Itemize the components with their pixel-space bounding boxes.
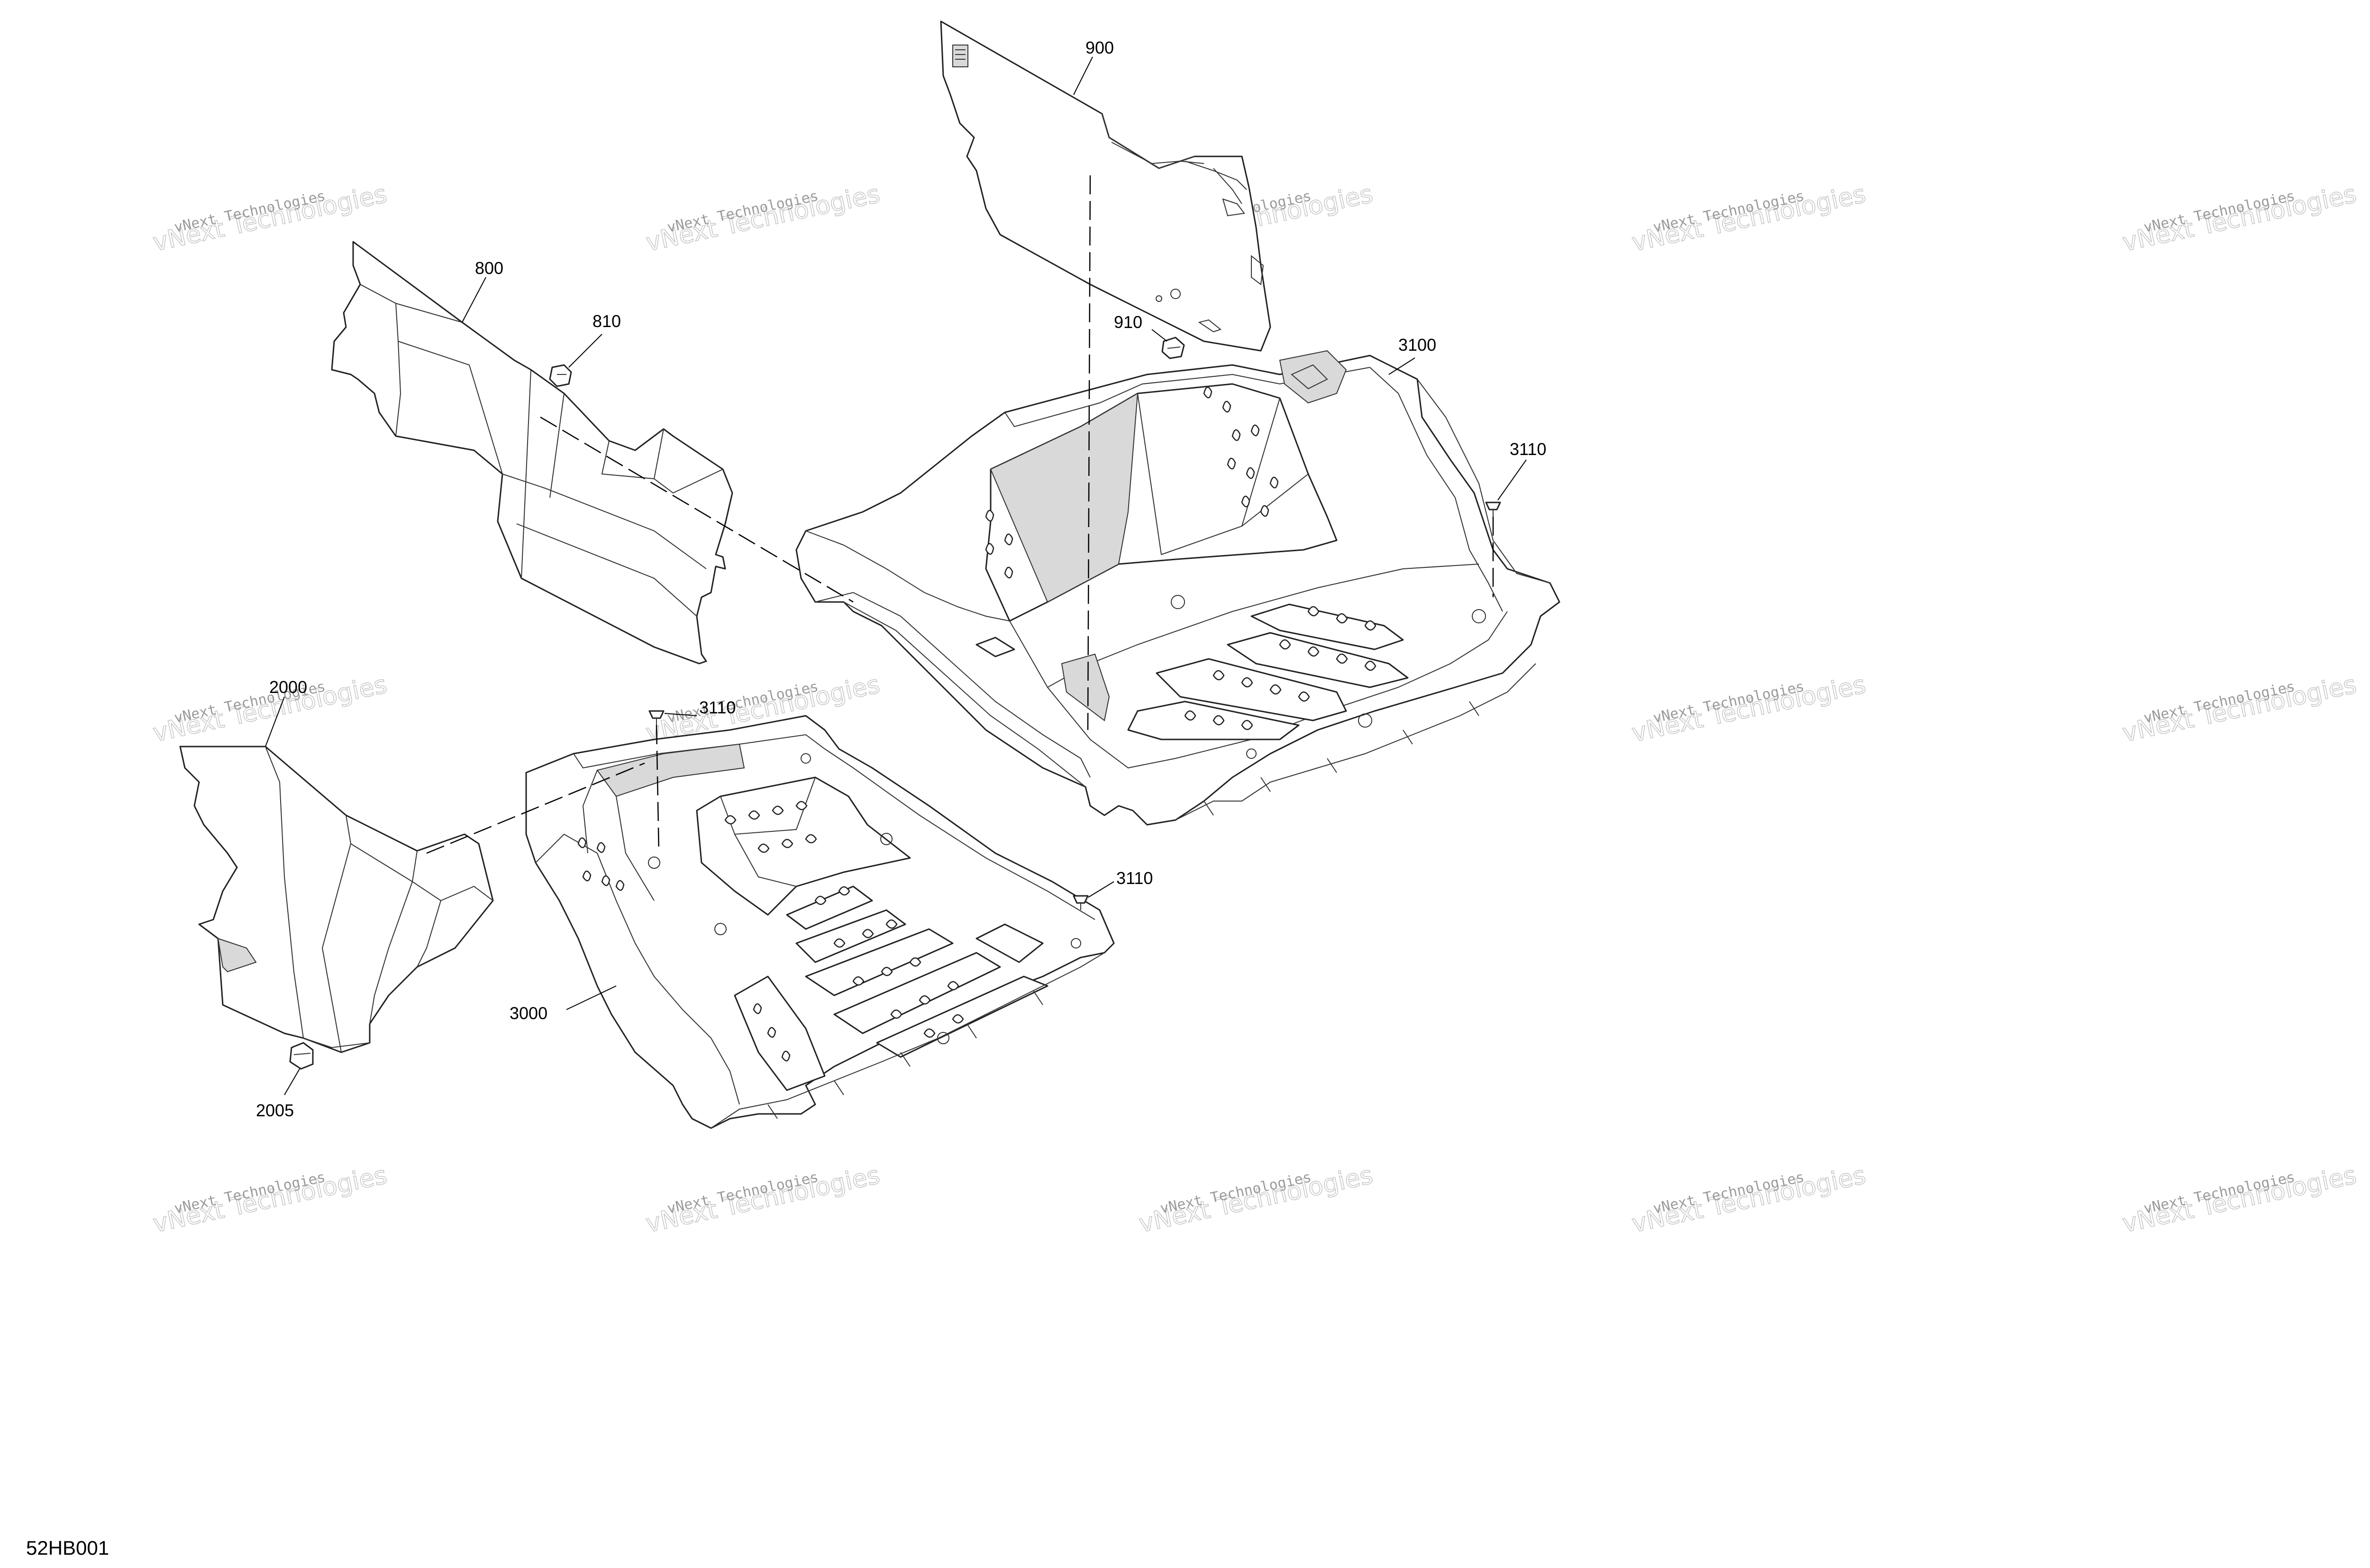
- callout-810: 810: [592, 311, 621, 331]
- assembly-line-2000-to-3000: [426, 762, 645, 854]
- leader-3110-right: [1497, 459, 1527, 501]
- callout-910: 910: [1114, 312, 1142, 332]
- leader-910: [1151, 329, 1167, 342]
- callout-3100: 3100: [1398, 335, 1436, 355]
- clip-2005: [289, 1042, 314, 1070]
- push-rivet-3110-center: [648, 710, 665, 725]
- callout-900: 900: [1085, 38, 1114, 57]
- leader-810: [568, 334, 602, 368]
- rear-floor-pan-3100: [795, 350, 1560, 826]
- clip-810: [549, 364, 572, 387]
- leader-3110-center: [664, 713, 697, 716]
- callout-3110-right: 3110: [1510, 439, 1546, 459]
- push-rivet-3110-front: [1073, 895, 1089, 910]
- leader-3000: [566, 985, 617, 1010]
- rear-panel-900: [940, 20, 1271, 352]
- leader-800: [462, 277, 486, 323]
- leader-3110-front: [1088, 881, 1114, 898]
- callout-800: 800: [475, 258, 503, 278]
- leader-2000: [265, 696, 285, 747]
- tread-slots-3100: [985, 386, 1376, 730]
- callout-3000: 3000: [510, 1003, 547, 1023]
- figure-reference-code: 52HB001: [26, 1537, 109, 1559]
- clip-910: [1161, 337, 1185, 359]
- push-rivet-3110-right: [1485, 501, 1501, 517]
- assembly-line-rivet-to-3000: [656, 725, 660, 854]
- callout-3110-center: 3110: [699, 698, 736, 717]
- leader-2005: [284, 1068, 300, 1095]
- tread-slots-3000: [577, 801, 964, 1062]
- leader-3100: [1388, 357, 1415, 375]
- assembly-line-900-to-3100: [1087, 175, 1091, 730]
- callout-2005: 2005: [256, 1101, 294, 1120]
- front-side-panel-2000: [179, 746, 494, 1053]
- front-floor-pan-3000: [525, 715, 1115, 1129]
- label-sticker: [952, 45, 968, 67]
- left-side-panel-800: [331, 241, 733, 665]
- callout-2000: 2000: [269, 677, 307, 697]
- callout-3110-front: 3110: [1116, 868, 1153, 888]
- assembly-line-800-to-3100: [540, 416, 854, 603]
- leader-900: [1073, 56, 1093, 95]
